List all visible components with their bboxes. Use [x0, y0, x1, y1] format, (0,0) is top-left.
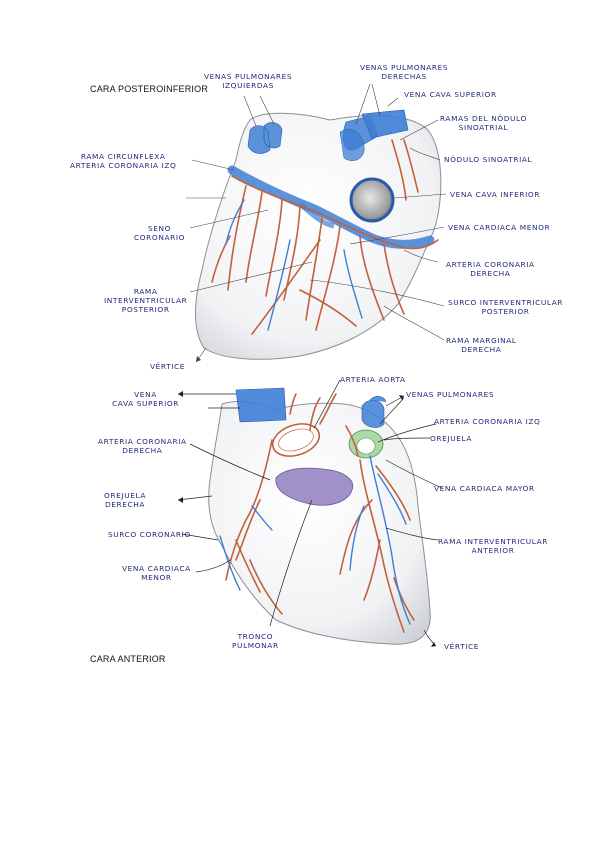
- label-tronco-pulmonar: Tronco pulmonar: [232, 632, 279, 651]
- label-arteria-coronaria-izq: Arteria coronaria izq: [434, 417, 541, 426]
- label-ramas-nodulo: Ramas del nódulo sinoatrial: [440, 114, 527, 133]
- left-pulmonary-veins: [247, 122, 283, 154]
- label-vena-cardiaca-menor-ant: Vena cardiaca menor: [122, 564, 191, 583]
- vena-cava-inferior-opening: [349, 177, 395, 223]
- anterior-veins: [219, 455, 411, 625]
- label-surco-coronario: Surco coronario: [108, 530, 191, 539]
- pulmonary-trunk: [275, 467, 354, 506]
- label-rama-interventricular-posterior: Rama interventricular posterior: [104, 287, 188, 315]
- posterior-leader-lines: [186, 83, 447, 363]
- anterior-pulmonary-veins: [361, 396, 387, 428]
- coronary-sinus: [227, 165, 435, 249]
- posterior-vena-cava-superior: [361, 109, 409, 139]
- label-rama-marginal: Rama marginal derecha: [446, 336, 517, 355]
- label-rama-interventricular-anterior: Rama interventricular anterior: [438, 537, 549, 556]
- anterior-heart: [177, 379, 443, 647]
- label-arteria-coronaria-derecha-ant: Arteria coronaria derecha: [98, 437, 187, 456]
- label-vertice-posterior: Vértice: [150, 362, 186, 371]
- label-vena-cava-inferior: Vena cava inferior: [450, 190, 541, 199]
- label-venas-pulmonares-derechas: Venas pulmonares derechas: [360, 63, 449, 82]
- anterior-leader-lines: [177, 379, 443, 647]
- label-venas-pulmonares: Venas pulmonares: [406, 390, 495, 399]
- posterior-heart: [186, 83, 447, 363]
- anterior-arteries: [225, 393, 415, 633]
- label-vena-cava-superior-post: Vena cava superior: [404, 90, 497, 99]
- posterior-section-title: CARA POSTEROINFERIOR: [90, 84, 209, 94]
- label-vena-cardiaca-menor-post: Vena cardiaca menor: [448, 223, 551, 232]
- anterior-vena-cava-superior: [235, 387, 287, 423]
- posterior-arteries: [211, 139, 439, 335]
- label-vena-cava-superior-ant: Vena cava superior: [112, 390, 180, 409]
- label-seno-coronario: Seno coronario: [134, 224, 186, 243]
- label-vertice-anterior: Vértice: [444, 642, 480, 651]
- label-orejuela: Orejuela: [430, 434, 473, 443]
- aorta-cut: [271, 423, 321, 457]
- label-arteria-coronaria-derecha-post: Arteria coronaria derecha: [446, 260, 535, 279]
- label-nodulo-sinoatrial: Nódulo sinoatrial: [444, 155, 533, 164]
- label-venas-pulmonares-izquierdas: Venas pulmonares izquierdas: [204, 72, 293, 91]
- anterior-heart-outline: [208, 401, 431, 645]
- anterior-section-title: CARA ANTERIOR: [90, 654, 166, 664]
- label-surco-interventricular: Surco interventricular posterior: [448, 298, 564, 317]
- label-rama-circunfleja: Rama circunflexa arteria coronaria izq: [70, 152, 177, 171]
- label-arteria-aorta: Arteria aorta: [340, 375, 406, 384]
- label-orejuela-derecha: Orejuela derecha: [104, 491, 147, 510]
- label-vena-cardiaca-mayor: Vena cardiaca mayor: [434, 484, 535, 493]
